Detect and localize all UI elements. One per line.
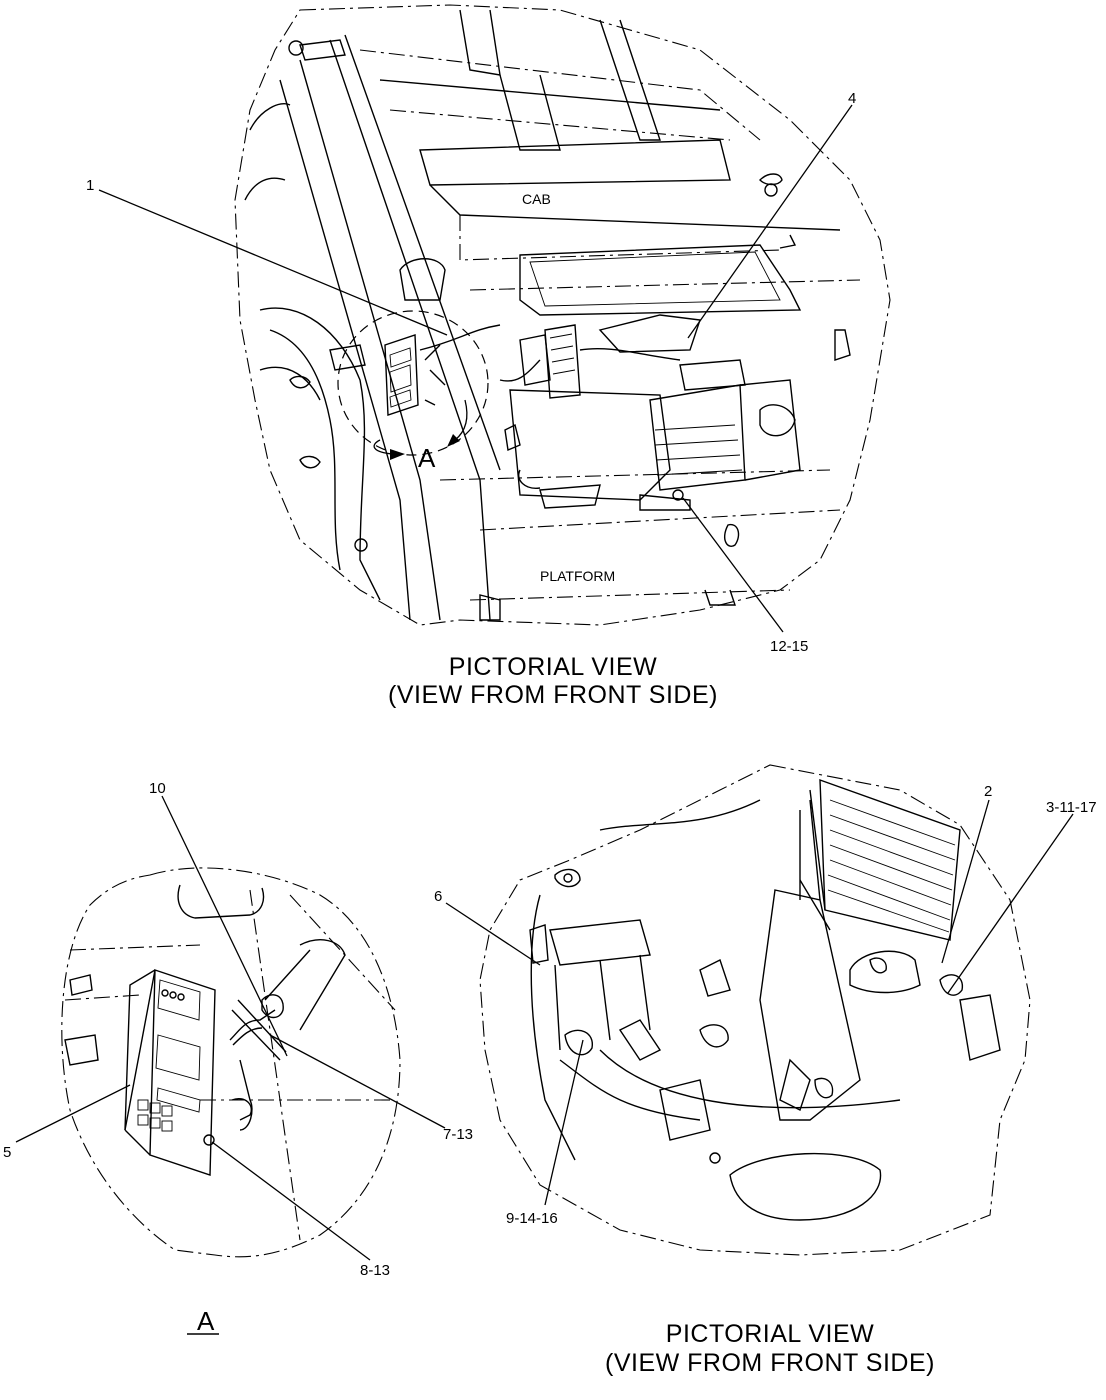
blower-mechanism bbox=[529, 889, 1001, 1221]
leader-4 bbox=[687, 104, 853, 339]
callout-10: 10 bbox=[149, 780, 166, 797]
callout-1: 1 bbox=[86, 177, 94, 194]
operator-seat-area bbox=[244, 103, 446, 601]
ac-unit-bottom bbox=[799, 778, 961, 941]
top-caption-line2: (VIEW FROM FRONT SIDE) bbox=[388, 681, 718, 709]
callout-8-13: 8-13 bbox=[360, 1262, 390, 1279]
callout-5: 5 bbox=[3, 1144, 11, 1161]
region-label-platform: PLATFORM bbox=[540, 568, 615, 584]
detail-a-arrow-left bbox=[373, 439, 393, 455]
leader-12-15 bbox=[682, 497, 784, 633]
callout-4: 4 bbox=[848, 90, 856, 107]
leader-8-13 bbox=[211, 1141, 371, 1261]
leader-7-13 bbox=[269, 1034, 446, 1129]
leader-6 bbox=[445, 902, 541, 966]
ac-unit-assembly bbox=[499, 314, 801, 511]
detail-a-arrow-right bbox=[454, 399, 468, 441]
leader-2 bbox=[941, 799, 990, 964]
leader-1 bbox=[98, 189, 448, 336]
leader-5 bbox=[15, 1084, 131, 1143]
monitor-panel-detail bbox=[124, 969, 216, 1176]
bottom-caption-line1: PICTORIAL VIEW bbox=[666, 1320, 874, 1348]
bottom-caption-line2: (VIEW FROM FRONT SIDE) bbox=[605, 1349, 935, 1377]
cab-frame bbox=[279, 9, 861, 621]
leader-10 bbox=[161, 795, 288, 1057]
monitor-panel-part-5 bbox=[384, 324, 501, 416]
region-label-cab: CAB bbox=[522, 191, 551, 207]
callout-12-15: 12-15 bbox=[770, 638, 808, 655]
callout-9-14-16: 9-14-16 bbox=[506, 1210, 558, 1227]
callout-7-13: 7-13 bbox=[443, 1126, 473, 1143]
detail-view-a: 10 5 7-13 8-13 A bbox=[3, 780, 473, 1336]
bottom-view-phantom-boundary bbox=[479, 764, 1031, 1256]
bottom-pictorial-view: 2 3-11-17 6 9-14-16 PICTORIAL VIEW (VIEW… bbox=[434, 764, 1097, 1377]
detail-a-circle bbox=[337, 310, 489, 456]
top-caption-line1: PICTORIAL VIEW bbox=[449, 653, 657, 681]
leader-9-14-16 bbox=[544, 1039, 584, 1206]
callout-6: 6 bbox=[434, 888, 442, 905]
detail-a-boundary bbox=[61, 867, 401, 1258]
leader-3-11-17 bbox=[947, 813, 1074, 994]
top-pictorial-view: A 1 4 12-15 CAB PLATFORM bbox=[86, 4, 891, 709]
callout-3-11-17: 3-11-17 bbox=[1046, 799, 1097, 816]
callout-2: 2 bbox=[984, 783, 992, 800]
top-view-phantom-boundary bbox=[234, 4, 891, 626]
detail-a-marker: A bbox=[418, 443, 436, 473]
detail-view-label: A bbox=[197, 1306, 215, 1336]
platform-outline bbox=[439, 469, 841, 621]
harness-clip-detail bbox=[203, 994, 287, 1146]
